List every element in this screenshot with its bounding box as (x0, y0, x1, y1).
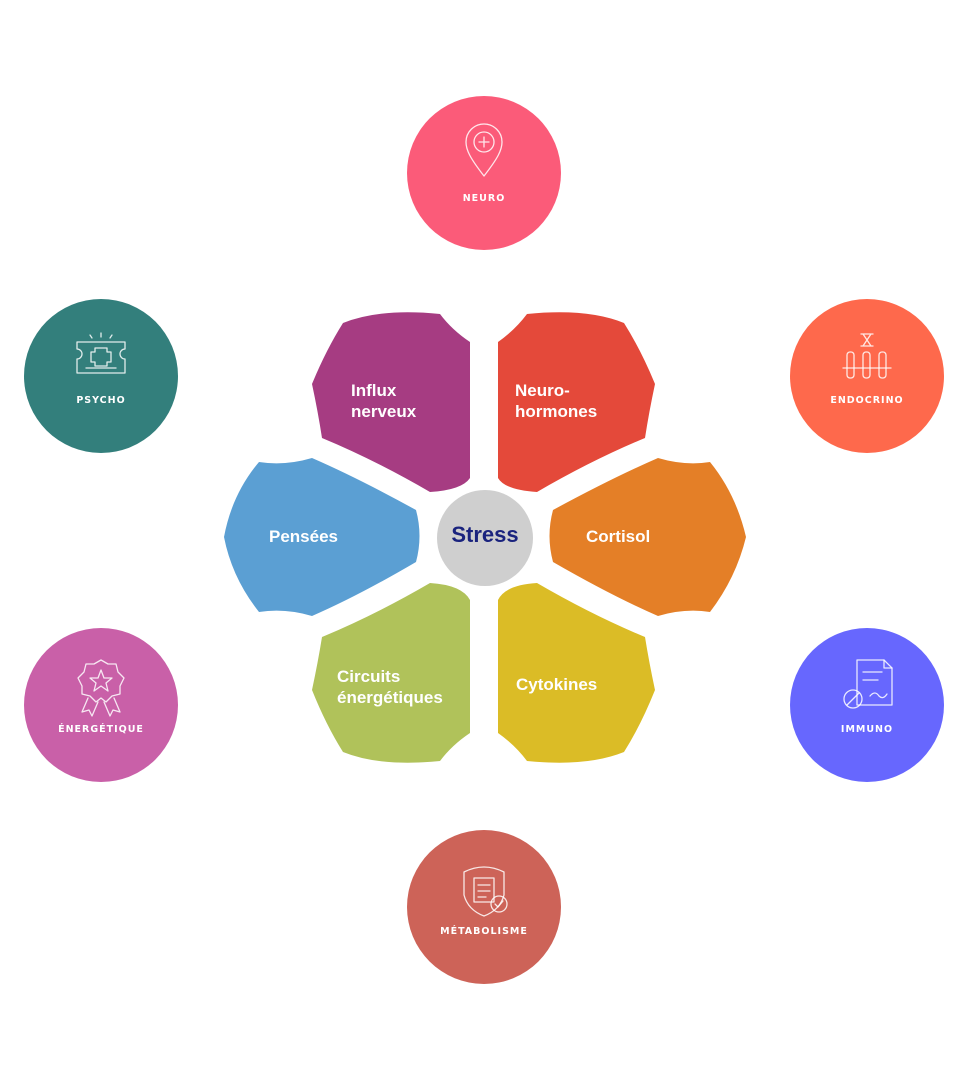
svg-text:Neuro-hormones: Neuro-hormones (515, 381, 597, 421)
circle-metabolisme[interactable]: MÉTABOLISME (407, 830, 561, 984)
circle-immuno[interactable]: IMMUNO (790, 628, 944, 782)
circle-endocrino[interactable]: ENDOCRINO (790, 299, 944, 453)
petal-neuro-hormones[interactable]: Neuro-hormones (498, 312, 655, 492)
petal-label-line: Circuits (337, 667, 400, 686)
circle-label: MÉTABOLISME (440, 925, 528, 937)
petal-influx-nerveux[interactable]: Influx nerveux (312, 312, 470, 492)
petal-label-line: Cortisol (586, 527, 650, 546)
circle-energetique[interactable]: ÉNERGÉTIQUE (24, 628, 178, 782)
ticket-medical-icon (76, 332, 126, 374)
circle-label: ÉNERGÉTIQUE (58, 723, 144, 735)
svg-text:Cortisol: Cortisol (586, 527, 650, 546)
petal-label-line: nerveux (351, 402, 417, 421)
petal-pensees[interactable]: Pensées (224, 458, 420, 616)
center-label: Stress (451, 522, 518, 547)
petal-label-line: Influx (351, 381, 397, 400)
petal-cortisol[interactable]: Cortisol (549, 458, 747, 616)
prescription-pill-icon (843, 659, 893, 709)
petal-label-line: Neuro- (515, 381, 570, 400)
petal-label-line: hormones (515, 402, 597, 421)
petal-label-line: Pensées (269, 527, 338, 546)
test-tubes-icon (842, 333, 892, 379)
petal-cytokines[interactable]: Cytokines (498, 583, 655, 763)
map-pin-medical-icon (465, 123, 503, 177)
svg-text:Pensées: Pensées (269, 527, 338, 546)
circle-label: NEURO (463, 193, 506, 204)
center-stress[interactable]: Stress (437, 490, 533, 586)
circle-label: ENDOCRINO (830, 395, 903, 406)
circle-psycho[interactable]: PSYCHO (24, 299, 178, 453)
svg-text:Cytokines: Cytokines (516, 675, 597, 694)
circle-label: IMMUNO (841, 724, 893, 735)
circle-label: PSYCHO (76, 395, 125, 406)
award-star-icon (77, 659, 125, 717)
circle-neuro[interactable]: NEURO (407, 96, 561, 250)
petal-circuits-energetiques[interactable]: Circuits énergétiques (312, 583, 470, 763)
shield-document-icon (463, 866, 508, 917)
petal-label-line: Cytokines (516, 675, 597, 694)
petal-label-line: énergétiques (337, 688, 443, 707)
